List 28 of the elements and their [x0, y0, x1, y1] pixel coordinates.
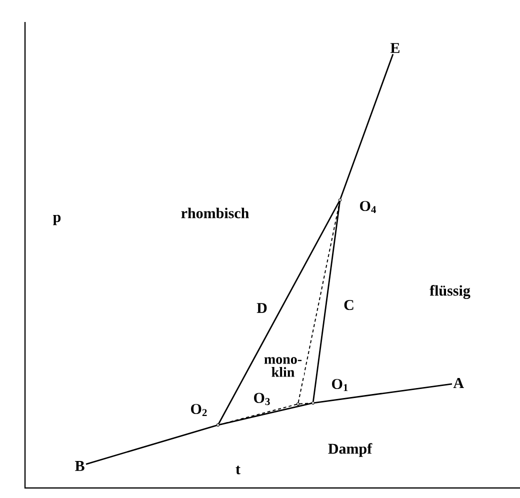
phase-boundary-line	[219, 404, 297, 426]
point-label: O$_{1}$	[332, 378, 348, 392]
triple-point	[311, 401, 315, 405]
triple-point	[338, 198, 342, 202]
axis-label: t	[236, 466, 240, 474]
point-label: O$_{4}$	[360, 200, 376, 214]
triple-point	[296, 402, 300, 406]
phase-boundary-line	[218, 201, 340, 424]
edge-label: D	[256, 302, 268, 314]
phase-boundary-line	[340, 54, 394, 199]
point-label: E	[390, 43, 400, 53]
triple-point	[216, 423, 220, 427]
phase-boundary-line	[86, 424, 217, 465]
point-label: B	[75, 461, 84, 471]
region-label: mono- klin	[262, 356, 304, 378]
point-label: A	[453, 378, 464, 388]
phase-boundary-line	[298, 201, 340, 403]
region-label: flüssig	[430, 285, 470, 299]
edge-label: C	[342, 298, 356, 312]
phase-boundary-line	[312, 201, 340, 402]
phase-boundary-line	[299, 402, 312, 404]
phase-boundary-line	[219, 402, 312, 426]
region-label: Dampf	[328, 443, 372, 457]
point-label: O$_{2}$	[191, 404, 207, 416]
axis-label: p	[53, 214, 61, 226]
point-label: O$_{3}$	[254, 392, 270, 406]
region-label: rhombisch	[181, 208, 249, 218]
phase-boundary-line	[314, 383, 452, 404]
